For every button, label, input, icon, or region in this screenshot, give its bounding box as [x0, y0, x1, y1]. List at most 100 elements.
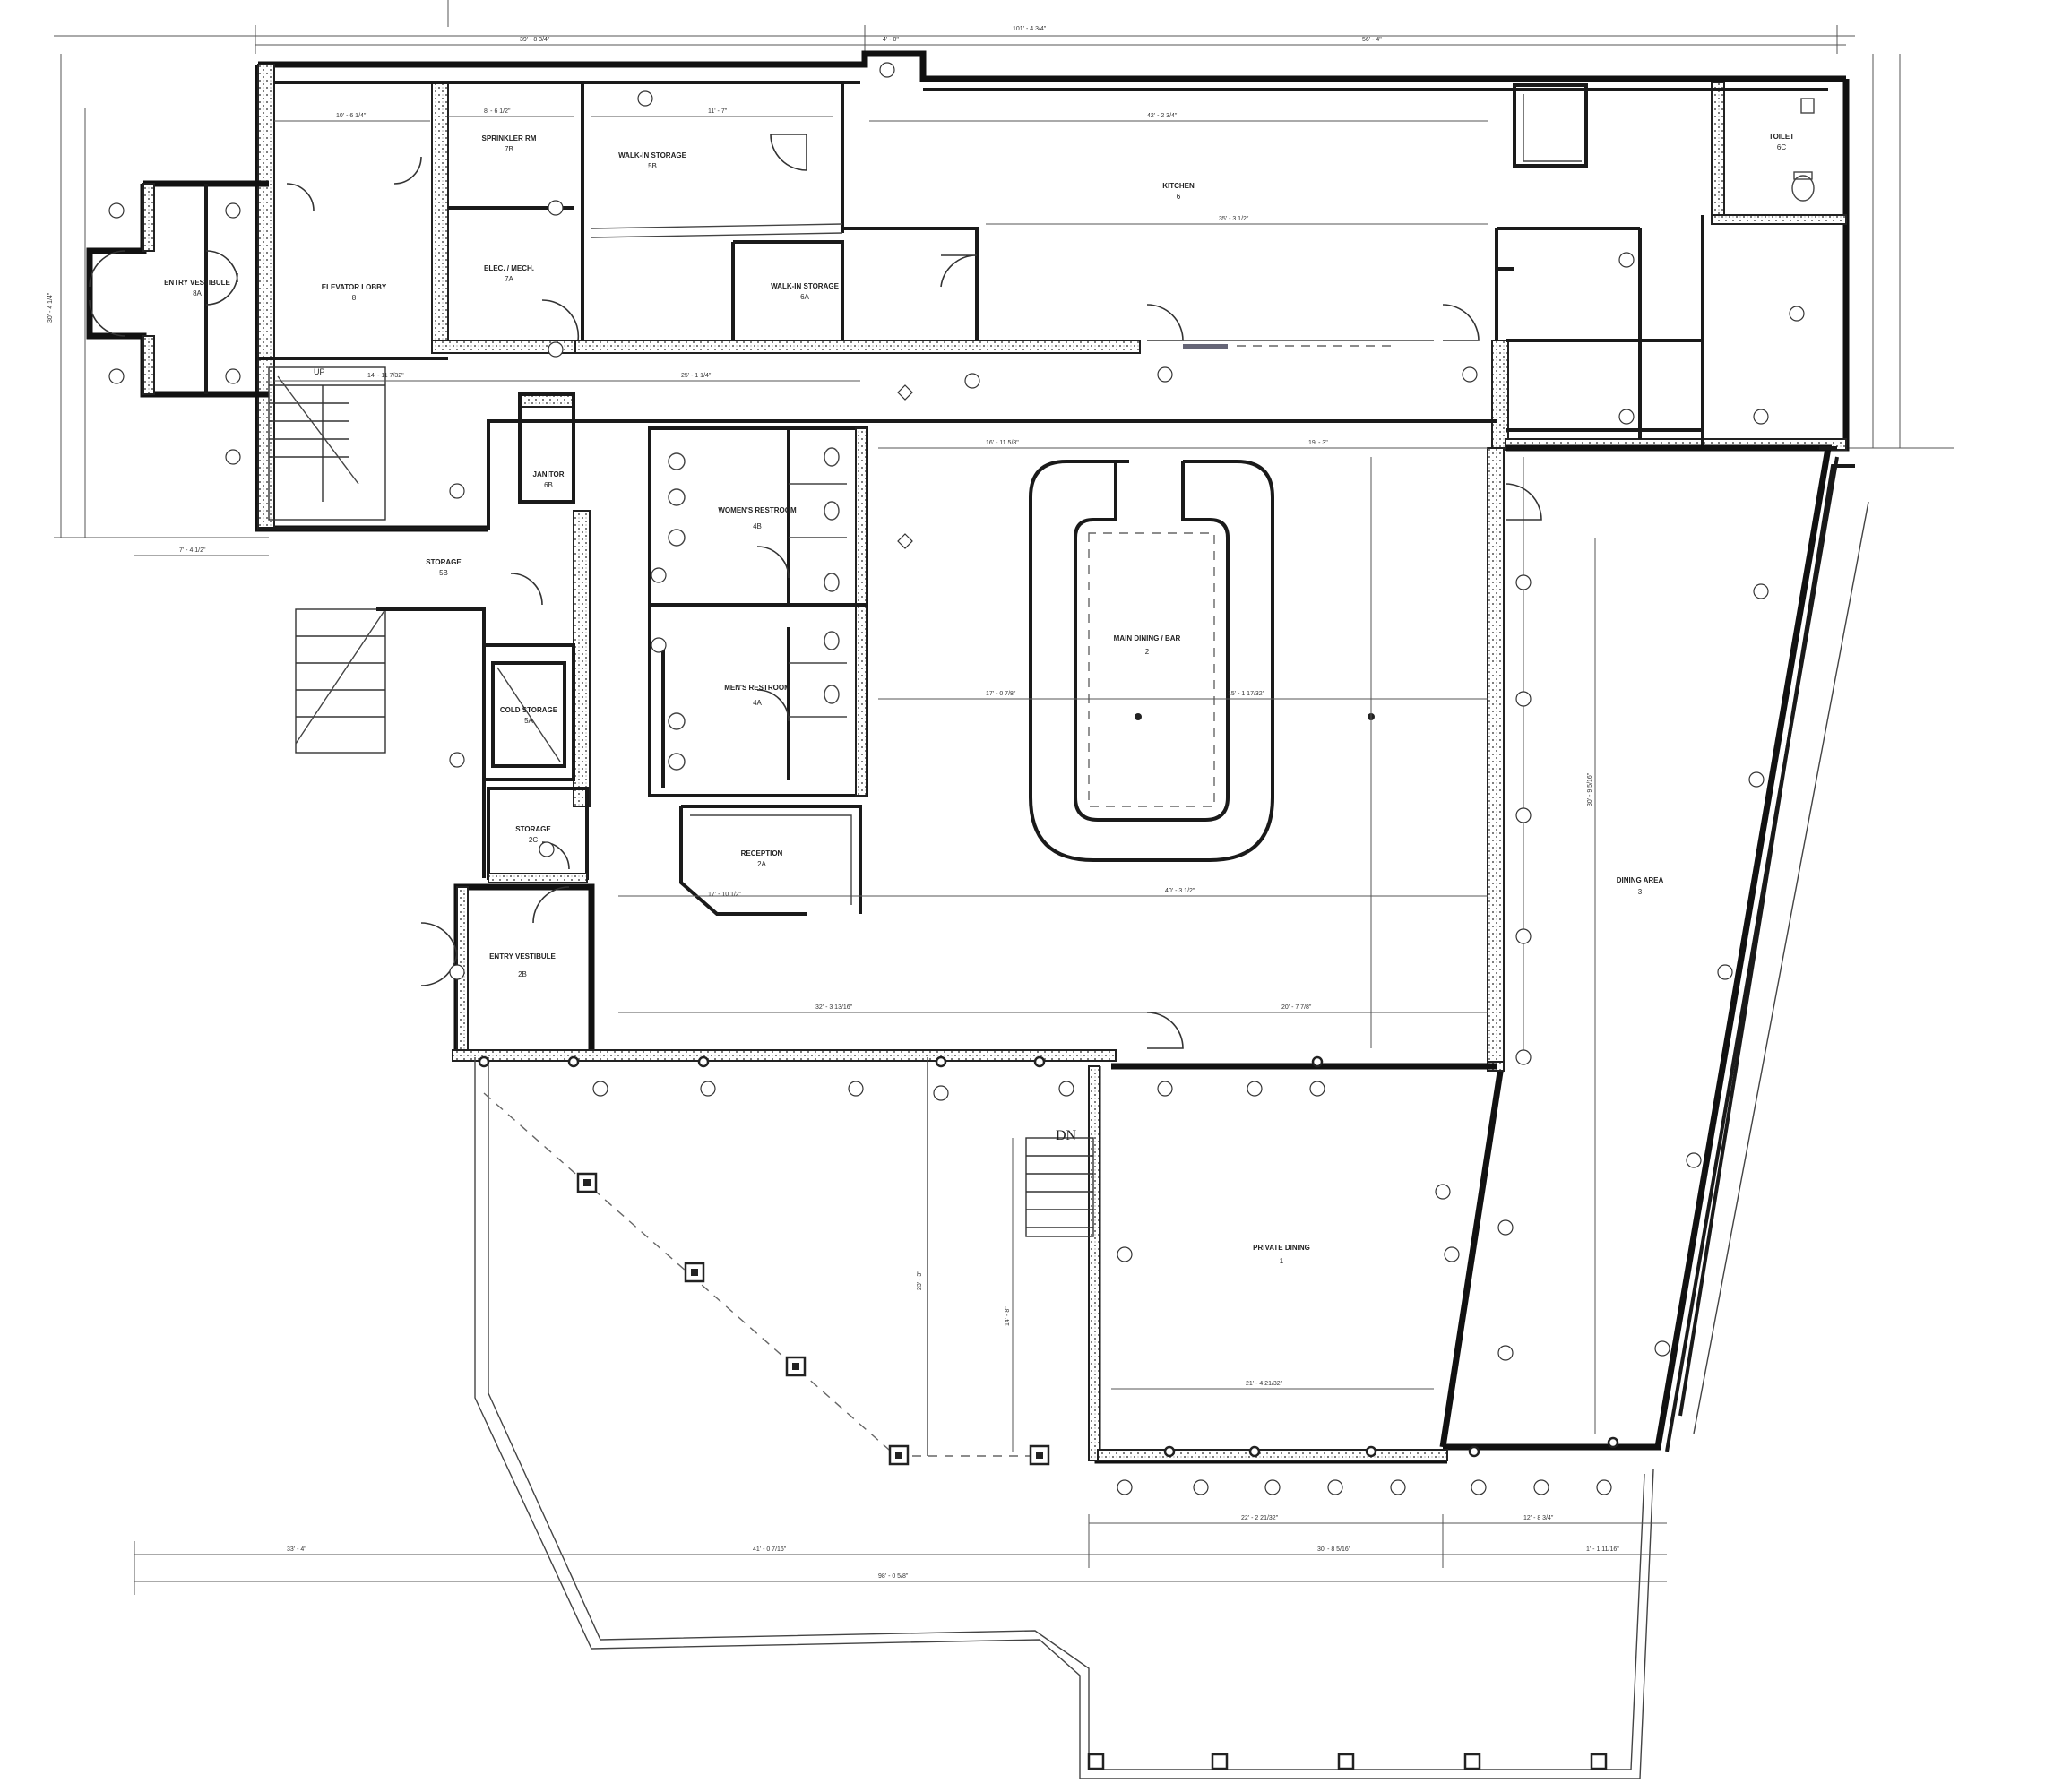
interior-dimensions: 10' - 6 1/4" 8' - 6 1/2" 11' - 7" 42' - …	[274, 108, 1488, 382]
stair-up-label: UP	[314, 367, 325, 376]
dim-main-dining-bottom: 40' - 3 1/2"	[1165, 888, 1195, 894]
room-number: 8A	[193, 289, 202, 297]
dim-deck-left: 33' - 4"	[287, 1546, 306, 1553]
room-name: ELEC. / MECH.	[484, 264, 534, 272]
room-number: 6B	[544, 481, 553, 489]
stair-down-label: DN	[1056, 1128, 1077, 1143]
dim-bottom-right: 12' - 8 3/4"	[1523, 1515, 1554, 1521]
dim-deck-far-right: 1' - 1 11/16"	[1586, 1546, 1619, 1553]
room-number: 2A	[757, 860, 766, 868]
room-number: 2C	[529, 836, 538, 844]
room-name: DINING AREA	[1617, 876, 1664, 884]
room-name: COLD STORAGE	[500, 706, 558, 714]
room-name: WALK-IN STORAGE	[618, 151, 687, 159]
dim-walk-in: 11' - 7"	[708, 108, 728, 115]
room-name: ENTRY VESTIBULE	[489, 952, 556, 961]
main-dining-block: 16' - 11 5/8" 19' - 3" 17' - 0 7/8" 15' …	[452, 419, 1505, 1067]
room-reception: RECEPTION 2A	[741, 849, 783, 868]
room-mens-restroom: MEN'S RESTROOM 4A	[724, 684, 790, 707]
room-dining-area: DINING AREA 3	[1617, 876, 1664, 896]
dim-top-overall: 101' - 4 3/4"	[1013, 26, 1047, 32]
room-kitchen: KITCHEN 6	[1162, 182, 1195, 201]
room-number: 2B	[518, 970, 527, 978]
dining-area-block: 30' - 9 5/16"	[1439, 444, 1869, 1452]
left-dimensions: 30' - 4 1/4" 7' - 4 1/2"	[47, 54, 269, 556]
room-name: MAIN DINING / BAR	[1114, 634, 1181, 642]
room-number: 6A	[800, 293, 809, 301]
room-entry-vestibule-8a: ENTRY VESTIBULE 8A	[164, 279, 230, 297]
dim-pd-depth: 14' - 8"	[1005, 1306, 1011, 1326]
dim-elevator-lobby: 10' - 6 1/4"	[336, 113, 367, 119]
room-storage-5b: STORAGE 5B	[426, 558, 462, 577]
room-storage-2c: STORAGE 2C	[515, 825, 551, 844]
room-number: 7B	[505, 145, 513, 153]
room-name: WALK-IN STORAGE	[771, 282, 840, 290]
dim-sprinkler: 8' - 6 1/2"	[484, 108, 511, 115]
dim-dining-bottom-left: 32' - 3 13/16"	[815, 1004, 853, 1011]
deck-outline	[474, 1057, 1654, 1779]
room-name: STORAGE	[515, 825, 551, 833]
dim-left-overall: 30' - 4 1/4"	[47, 292, 54, 323]
dim-top-mid: 4' - 0"	[883, 37, 899, 43]
room-walk-in-storage-5b: WALK-IN STORAGE 5B	[618, 151, 687, 170]
room-walk-in-storage-6a: WALK-IN STORAGE 6A	[771, 282, 840, 301]
room-name: ELEVATOR LOBBY	[322, 283, 387, 291]
room-name: RECEPTION	[741, 849, 783, 857]
room-name: WOMEN'S RESTROOM	[718, 506, 797, 514]
dim-kitchen-lower: 35' - 3 1/2"	[1219, 216, 1249, 222]
room-number: 7A	[505, 275, 513, 283]
room-private-dining: PRIVATE DINING 1	[1253, 1244, 1310, 1265]
room-number: 5B	[648, 162, 657, 170]
room-labels: ENTRY VESTIBULE 8A ELEVATOR LOBBY 8 SPRI…	[164, 133, 1794, 1265]
dim-bottom-pd: 22' - 2 21/32"	[1241, 1515, 1279, 1521]
dim-main-dining-right-top: 19' - 3"	[1308, 440, 1328, 446]
private-dining-block: 21' - 4 21/32" 14' - 8" DN	[1005, 1012, 1497, 1464]
dim-lobby-lower: 14' - 11 7/32"	[367, 373, 404, 379]
dim-main-dining-top: 16' - 11 5/8"	[986, 440, 1019, 446]
wall-columns	[478, 1055, 1619, 1458]
room-entry-vestibule-2b: ENTRY VESTIBULE 2B	[489, 952, 556, 978]
room-number: 1	[1280, 1257, 1284, 1265]
room-name: PRIVATE DINING	[1253, 1244, 1310, 1252]
dim-kitchen-width: 42' - 2 3/4"	[1147, 113, 1178, 119]
room-number: 6	[1177, 193, 1181, 201]
room-main-dining: MAIN DINING / BAR 2	[1114, 634, 1181, 656]
room-name: MEN'S RESTROOM	[724, 684, 790, 692]
dim-main-dining-mid2: 15' - 1 17/32"	[1228, 691, 1265, 697]
dim-private-dining-width: 21' - 4 21/32"	[1246, 1381, 1283, 1387]
dim-deck-mid: 41' - 0 7/16"	[753, 1546, 787, 1553]
dim-corridor: 25' - 1 1/4"	[681, 373, 712, 379]
right-dimensions	[1837, 54, 1954, 449]
dim-dining-bottom-right: 20' - 7 7/8"	[1281, 1004, 1312, 1011]
room-name: TOILET	[1769, 133, 1794, 141]
north-block-walls	[255, 50, 1850, 532]
dim-dining-area-depth: 30' - 9 5/16"	[1587, 772, 1593, 806]
room-sprinkler-rm: SPRINKLER RM 7B	[482, 134, 537, 153]
room-name: KITCHEN	[1162, 182, 1195, 190]
dim-main-dining-mid: 17' - 0 7/8"	[986, 691, 1016, 697]
room-number: 5B	[439, 569, 448, 577]
room-name: JANITOR	[533, 470, 565, 478]
room-number: 8	[352, 294, 357, 302]
storage-block	[295, 392, 591, 883]
dim-stair-deck: 23' - 3"	[917, 1271, 923, 1290]
room-elec-mech: ELEC. / MECH. 7A	[484, 264, 534, 283]
room-toilet: TOILET 6C	[1769, 133, 1794, 151]
room-number: 4A	[753, 699, 762, 707]
room-name: STORAGE	[426, 558, 462, 566]
dim-left-low: 7' - 4 1/2"	[179, 547, 206, 554]
stair-down: DN	[1025, 1128, 1094, 1237]
bottom-dimensions: 33' - 4" 41' - 0 7/16" 30' - 8 5/16" 1' …	[134, 1271, 1667, 1595]
top-dimensions: 101' - 4 3/4" 39' - 8 3/4" 4' - 0" 56' -…	[54, 0, 1855, 54]
room-number: 2	[1145, 648, 1150, 656]
room-cold-storage: COLD STORAGE 5A	[500, 706, 558, 725]
dim-reception: 17' - 10 1/2"	[708, 892, 742, 898]
dim-deck-right: 30' - 8 5/16"	[1317, 1546, 1351, 1553]
stair-up: UP	[268, 366, 386, 521]
room-number: 4B	[753, 522, 762, 530]
room-name: ENTRY VESTIBULE	[164, 279, 230, 287]
dim-top-right: 56' - 4"	[1362, 37, 1382, 43]
dim-overall-bottom: 98' - 0 5/8"	[878, 1573, 909, 1580]
room-number: 6C	[1777, 143, 1786, 151]
